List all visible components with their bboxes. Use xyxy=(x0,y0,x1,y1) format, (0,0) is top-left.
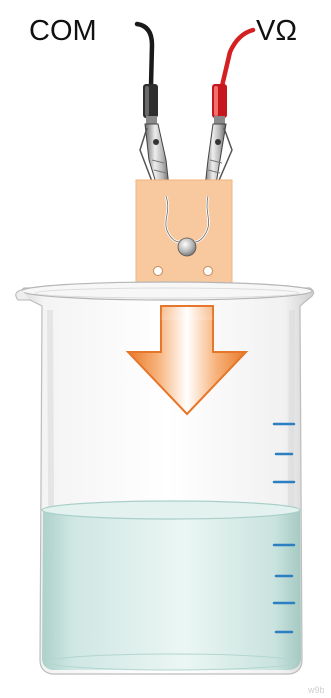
com-label: COM xyxy=(29,15,97,47)
water xyxy=(42,501,301,670)
sensor-ball xyxy=(178,238,196,256)
mount-hole-right xyxy=(204,267,213,276)
com-lead xyxy=(137,24,158,124)
mount-hole-left xyxy=(154,267,163,276)
watermark: w9b xyxy=(307,685,325,695)
probe-mount-plate xyxy=(136,180,232,288)
volt-ohm-label: VΩ xyxy=(256,15,297,47)
volt-ohm-lead xyxy=(212,30,253,124)
